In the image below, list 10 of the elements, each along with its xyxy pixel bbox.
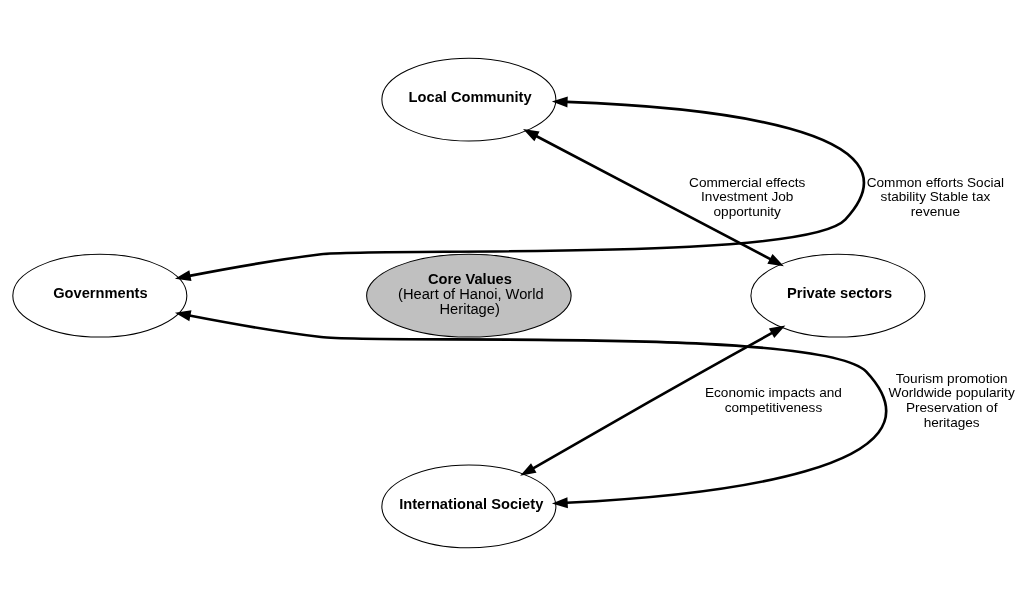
edge-label: Tourism promotion Worldwide popularity Preservation of heritages: [888, 370, 1015, 430]
node-ellipse: Core Values (Heart of Hanoi, World Heritage): [366, 253, 572, 338]
edge-label: Common efforts Social stability Stable tax revenue: [866, 174, 1005, 219]
node-ellipse: Governments: [12, 253, 188, 338]
arrow: [174, 309, 887, 508]
edge-label: Economic impacts and competitiveness: [704, 384, 842, 415]
edge-label: Commercial effects Investment Job opportunity: [689, 174, 806, 219]
arrow: [523, 128, 784, 266]
arrow: [520, 325, 786, 476]
arrow: [174, 95, 865, 281]
